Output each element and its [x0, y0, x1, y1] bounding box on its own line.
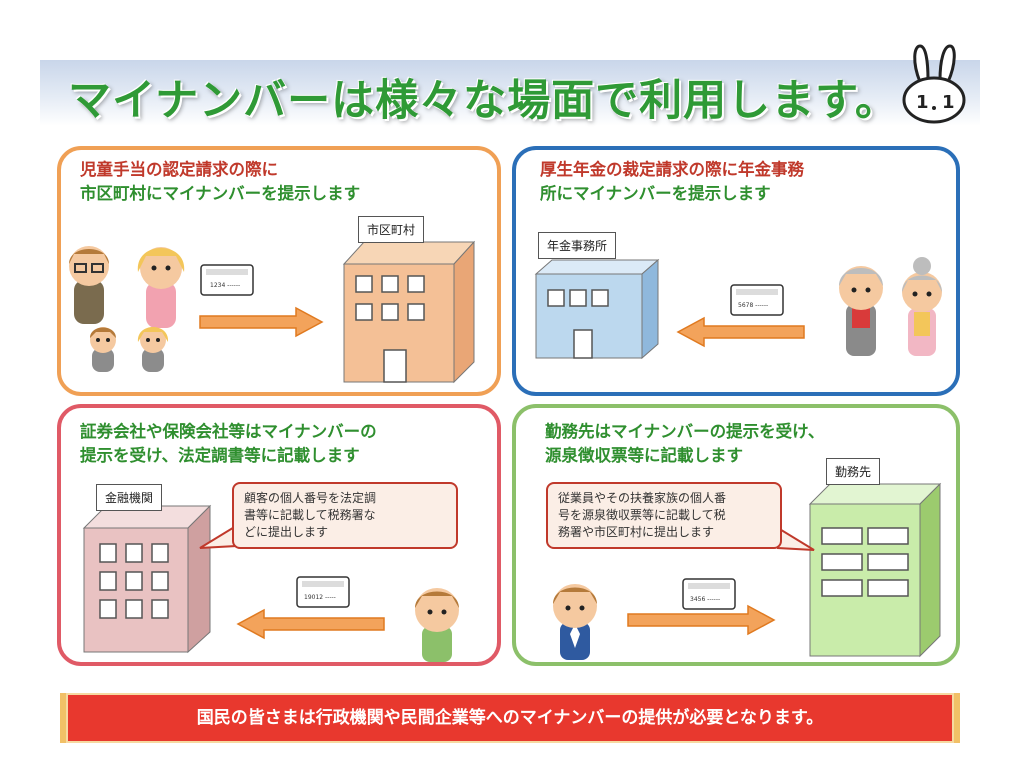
panel-heading-line2: 所にマイナンバーを提示します — [540, 184, 771, 203]
arrow-right-icon — [627, 604, 776, 636]
building-label: 勤務先 — [826, 458, 881, 485]
panel-heading-line1: 勤務先はマイナンバーの提示を受け、 — [545, 422, 825, 441]
callout-note: 従業員やその扶養家族の個人番 号を源泉徴収票等に記載して税 務署や市区町村に提出… — [546, 482, 782, 549]
arrow-left-icon — [676, 316, 805, 348]
arrow-left-icon — [236, 608, 385, 640]
note-line: 号を源泉徴収票等に記載して税 — [558, 508, 726, 522]
elderly-couple-icon — [839, 257, 942, 356]
card-number: 1234 ------ — [210, 282, 240, 289]
card-number: 5678 ------ — [738, 302, 768, 309]
city-hall-building-icon — [342, 240, 476, 384]
my-number-card-icon: 5678 ------ — [730, 284, 784, 316]
financial-institution-building-icon — [82, 504, 212, 654]
footer-banner — [60, 693, 960, 743]
note-line: どに提出します — [244, 525, 329, 539]
arrow-right-icon — [199, 306, 324, 338]
panel-heading-line2: 源泉徴収票等に記載します — [545, 446, 743, 465]
pension-office-building-icon — [534, 258, 660, 360]
my-number-card-icon: 3456 ------ — [682, 578, 736, 610]
note-line: 顧客の個人番号を法定調 — [244, 491, 377, 505]
card-number: 19012 ----- — [304, 594, 336, 601]
page-title: マイナンバーは様々な場面で利用します。 — [68, 76, 899, 126]
building-label: 市区町村 — [358, 216, 425, 243]
family-icon — [69, 246, 185, 372]
my-number-card-icon: 1234 ------ — [200, 264, 254, 296]
panel-heading-line2: 提示を受け、法定調書等に記載します — [80, 446, 360, 465]
svg-text:1: 1 — [942, 92, 955, 113]
note-line: 務署や市区町村に提出します — [558, 525, 715, 539]
building-label: 金融機関 — [96, 484, 163, 511]
svg-text:1: 1 — [916, 92, 929, 113]
panel-heading-line2: 市区町村にマイナンバーを提示します — [80, 184, 361, 203]
note-line: 書等に記載して税務署な — [244, 508, 376, 522]
card-number: 3456 ------ — [690, 596, 720, 603]
building-label: 年金事務所 — [538, 232, 617, 259]
panel-heading-line1: 児童手当の認定請求の際に — [80, 160, 278, 179]
panel-heading-line1: 証券会社や保険会社等はマイナンバーの — [80, 422, 377, 441]
callout-pointer — [777, 526, 815, 551]
my-number-card-icon: 19012 ----- — [296, 576, 350, 608]
employee-person-icon — [553, 584, 597, 660]
title-banner — [40, 60, 980, 126]
rabbit-mascot-icon: 1 1 — [902, 44, 966, 124]
customer-person-icon — [415, 588, 459, 662]
footer-message: 国民の皆さまは行政機関や民間企業等へのマイナンバーの提供が必要となります。 — [196, 708, 824, 728]
note-line: 従業員やその扶養家族の個人番 — [558, 491, 727, 505]
panel-heading-line1: 厚生年金の裁定請求の際に年金事務 — [540, 160, 804, 179]
employer-building-icon — [808, 482, 942, 658]
callout-note: 顧客の個人番号を法定調 書等に記載して税務署な どに提出します — [232, 482, 458, 549]
